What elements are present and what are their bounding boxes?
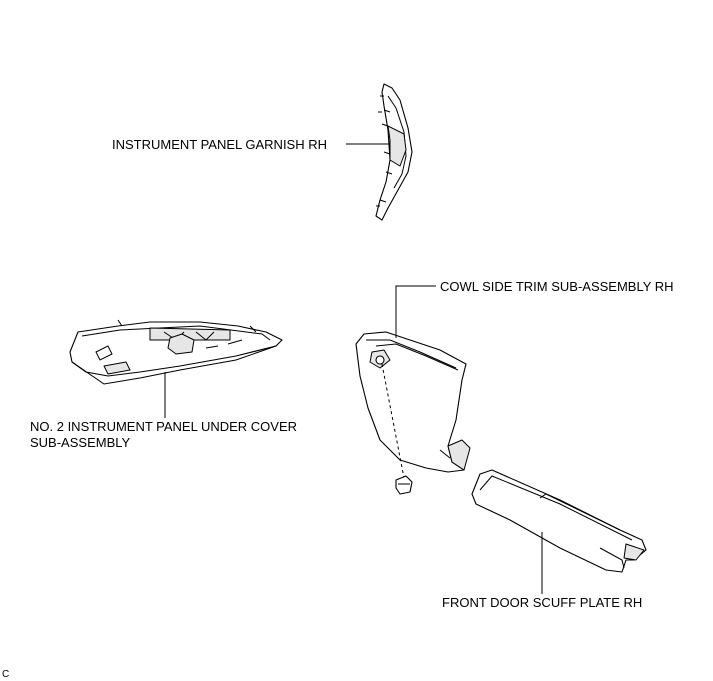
- cowl-label: COWL SIDE TRIM SUB-ASSEMBLY RH: [440, 279, 674, 294]
- under-cover-label-line2: SUB-ASSEMBLY: [30, 435, 131, 450]
- corner-mark: C: [2, 669, 9, 680]
- cowl-side-trim-part: [355, 331, 471, 473]
- cowl-leader-line: [395, 285, 436, 338]
- under-cover-part: [69, 319, 283, 385]
- cowl-clip-part: [395, 475, 413, 495]
- under-cover-label-line1: NO. 2 INSTRUMENT PANEL UNDER COVER: [30, 419, 297, 434]
- instrument-panel-garnish-part: [375, 83, 413, 221]
- scuff-label: FRONT DOOR SCUFF PLATE RH: [442, 595, 642, 610]
- scuff-plate-part: [471, 469, 647, 573]
- cowl-clip-dashed-line: [381, 363, 405, 479]
- garnish-label: INSTRUMENT PANEL GARNISH RH: [112, 137, 327, 152]
